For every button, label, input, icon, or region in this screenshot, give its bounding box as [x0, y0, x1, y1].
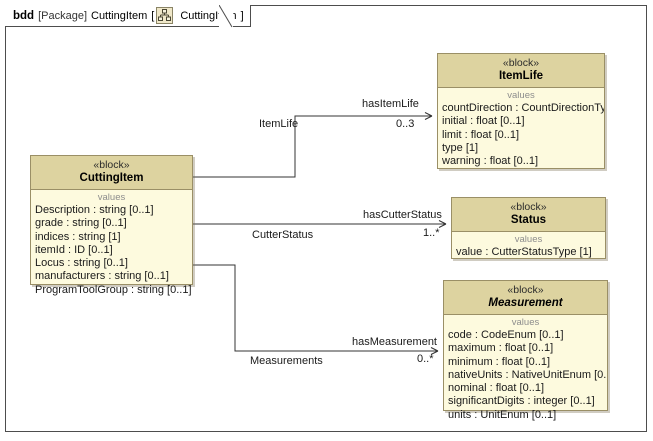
block-cuttingitem-property: itemId : ID [0..1] [35, 243, 113, 256]
block-itemlife-property: warning : float [0..1] [442, 155, 538, 168]
diagram-name: CuttingItem [180, 9, 237, 22]
compartment-title-values: values [511, 317, 540, 329]
compartment-title-values: values [507, 90, 535, 102]
block-cuttingitem-header: «block» CuttingItem [31, 156, 192, 191]
block-itemlife-stereotype: «block» [502, 57, 540, 69]
association-role-has-cutter-status: CutterStatus [252, 229, 314, 241]
block-cuttingitem-name: CuttingItem [79, 172, 144, 185]
block-cuttingitem-property: ProgramToolGroup : string [0..1] [35, 283, 192, 296]
block-measurement-stereotype: «block» [507, 284, 544, 296]
diagram-bracket-close: ] [240, 9, 244, 22]
block-itemlife-property: countDirection : CountDirectionType [1] [442, 102, 604, 115]
block-status-name: Status [510, 214, 547, 227]
block-cuttingitem[interactable]: «block» CuttingItem values Description :… [30, 155, 193, 296]
block-itemlife-values-compartment: values countDirection : CountDirectionTy… [438, 88, 604, 171]
compartment-title-values: values [514, 234, 543, 246]
diagram-package-keyword: [Package] [38, 9, 87, 22]
association-label-has-item-life: hasItemLife [362, 98, 419, 110]
block-status-property: value : CutterStatusType [1] [456, 246, 592, 259]
block-measurement-property: code : CodeEnum [0..1] [448, 329, 564, 342]
association-role-has-measurement: Measurements [250, 355, 323, 367]
block-status-header: «block» Status [452, 198, 605, 233]
block-measurement-property: nominal : float [0..1] [448, 382, 544, 395]
association-role-has-item-life: ItemLife [259, 118, 299, 130]
block-measurement-property: significantDigits : integer [0..1] [448, 395, 595, 408]
block-status[interactable]: «block» Status values value : CutterStat… [451, 197, 606, 259]
block-itemlife-property: type [1] [442, 141, 479, 154]
block-measurement-property: minimum : float [0..1] [448, 355, 551, 368]
diagram-bracket-open: [ [151, 9, 155, 22]
block-itemlife-name: ItemLife [498, 70, 544, 83]
block-measurement[interactable]: «block» Measurement values code : CodeEn… [443, 280, 608, 421]
block-cuttingitem-values-compartment: values Description : string [0..1] grade… [31, 190, 192, 299]
diagram-kind-label: bdd [13, 9, 35, 22]
association-label-has-measurement: hasMeasurement [352, 336, 437, 348]
block-measurement-values-compartment: values code : CodeEnum [0..1] maximum : … [444, 315, 607, 424]
block-itemlife-property: initial : float [0..1] [442, 115, 525, 128]
block-itemlife-property: limit : float [0..1] [442, 128, 520, 141]
bdd-diagram-icon [156, 7, 174, 24]
block-cuttingitem-property: indices : string [1] [35, 230, 121, 243]
block-cuttingitem-property: grade : string [0..1] [35, 217, 127, 230]
block-measurement-property: nativeUnits : NativeUnitEnum [0..1] [448, 368, 607, 381]
block-measurement-header: «block» Measurement [444, 281, 607, 316]
block-cuttingitem-property: manufacturers : string [0..1] [35, 270, 169, 283]
association-multiplicity-has-item-life: 0..3 [396, 118, 415, 130]
block-measurement-name: Measurement [488, 297, 563, 310]
block-cuttingitem-property: Description : string [0..1] [35, 204, 154, 217]
block-measurement-property: maximum : float [0..1] [448, 342, 554, 355]
block-status-stereotype: «block» [510, 201, 547, 213]
block-measurement-property: units : UnitEnum [0..1] [448, 408, 557, 421]
block-cuttingitem-property: Locus : string [0..1] [35, 257, 128, 270]
block-cuttingitem-stereotype: «block» [93, 159, 130, 171]
association-label-has-cutter-status: hasCutterStatus [363, 209, 442, 221]
block-itemlife[interactable]: «block» ItemLife values countDirection :… [437, 53, 605, 169]
association-multiplicity-has-cutter-status: 1..* [423, 227, 440, 239]
compartment-title-values: values [97, 192, 126, 204]
association-multiplicity-has-measurement: 0..* [417, 353, 434, 365]
diagram-frame-header: bdd [Package] CuttingItem [ CuttingItem … [5, 5, 251, 27]
block-status-values-compartment: values value : CutterStatusType [1] [452, 232, 605, 262]
diagram-package-name: CuttingItem [91, 9, 148, 22]
block-itemlife-header: «block» ItemLife [438, 54, 604, 89]
